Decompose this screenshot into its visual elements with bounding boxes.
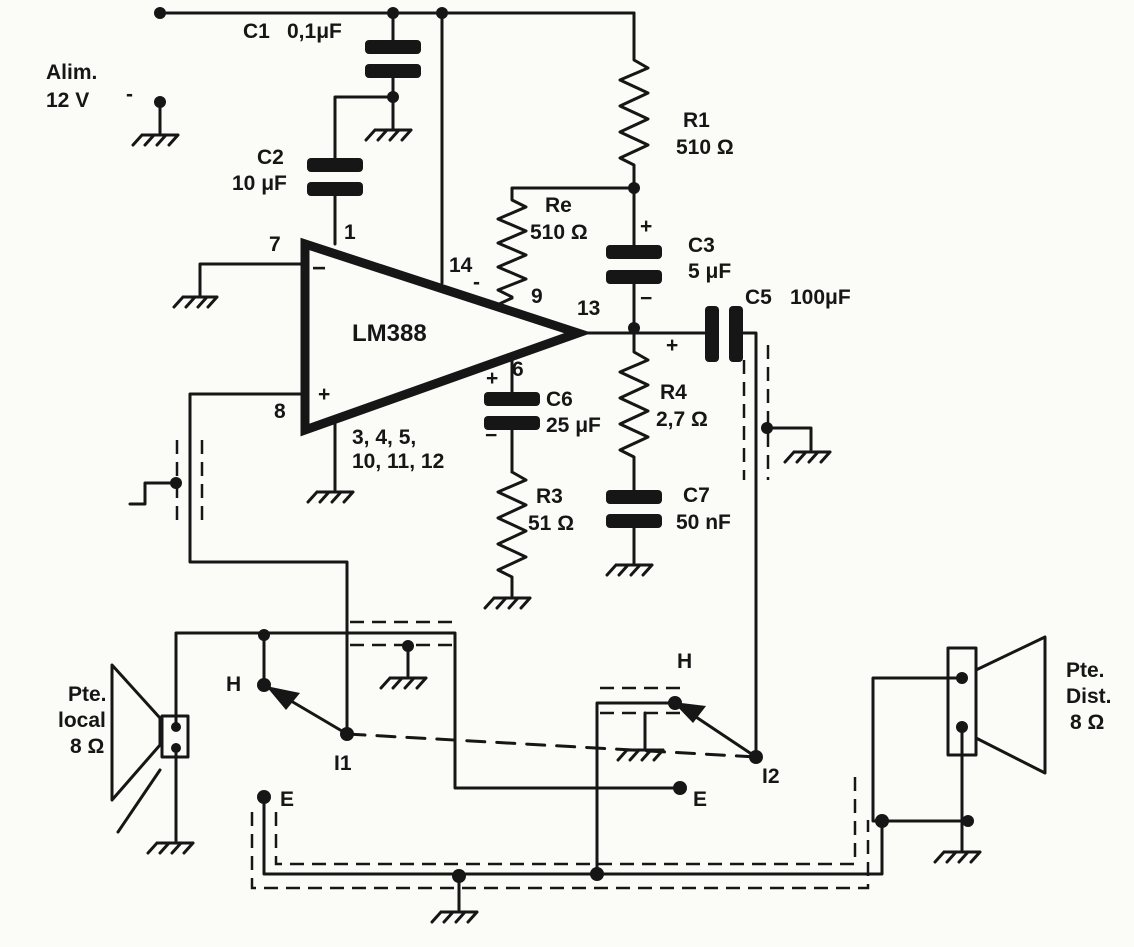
re-value: 510 Ω — [530, 221, 588, 244]
supply-polarity: - — [126, 83, 133, 106]
r1-value: 510 Ω — [676, 136, 734, 159]
pin-6: 6 — [512, 358, 524, 381]
c3-name: C3 — [688, 234, 715, 257]
c7-value: 50 nF — [676, 511, 731, 534]
pin-7: 7 — [269, 233, 281, 256]
c7-name: C7 — [683, 484, 710, 507]
shield-i2-top — [600, 686, 685, 762]
switch-i1-name: I1 — [334, 752, 352, 775]
c1-name: C1 — [243, 20, 270, 43]
speaker-local-line2: local — [58, 709, 106, 732]
c6-minus: − — [485, 424, 497, 447]
c3-plus: + — [640, 215, 652, 238]
c6-plus: + — [486, 367, 498, 390]
supply-negative-terminal — [131, 96, 180, 147]
ic-ground — [306, 416, 355, 504]
re-name: Re — [545, 194, 572, 217]
speaker-remote-line1: Pte. — [1066, 659, 1105, 682]
resistor-r1 — [618, 11, 650, 194]
c5-name: C5 — [745, 286, 772, 309]
capacitor-c2 — [307, 95, 395, 246]
capacitor-c1 — [364, 11, 421, 142]
ic-minus: − — [312, 255, 326, 282]
resistor-r3 — [483, 470, 532, 610]
pins-gnd-line2: 10, 11, 12 — [352, 450, 444, 473]
c2-value: 10 μF — [232, 172, 287, 195]
ic-lm388 — [300, 237, 592, 437]
pin-9: 9 — [531, 285, 543, 308]
switch-i2-e-label: E — [693, 788, 707, 811]
supply-value: 12 V — [46, 89, 89, 112]
r1-name: R1 — [683, 109, 710, 132]
r4-name: R4 — [660, 381, 687, 404]
c2-name: C2 — [257, 146, 284, 169]
r4-value: 2,7 Ω — [656, 408, 708, 431]
c5-value: 100μF — [790, 286, 851, 309]
speaker-local — [110, 631, 682, 855]
switch-i2-name: I2 — [762, 765, 780, 788]
speaker-local-line3: 8 Ω — [70, 735, 104, 758]
c5-plus: + — [666, 334, 678, 357]
ic-name: LM388 — [352, 320, 427, 347]
pin-13: 13 — [577, 297, 600, 320]
shield-c5 — [742, 345, 832, 480]
pin-8: 8 — [274, 400, 286, 423]
r3-name: R3 — [536, 485, 563, 508]
switch-link — [345, 732, 758, 759]
c3-value: 5 μF — [688, 260, 731, 283]
resistor-r4 — [618, 326, 650, 492]
pin-1: 1 — [344, 221, 356, 244]
switch-i1-e-label: E — [280, 788, 294, 811]
shield-pin8 — [128, 440, 204, 520]
supply-name: Alim. — [46, 61, 97, 84]
capacitor-c6 — [484, 356, 540, 474]
pin-14: 14 — [449, 254, 473, 277]
capacitor-c5 — [705, 306, 758, 759]
switch-i2[interactable] — [595, 696, 763, 877]
pins-gnd-line1: 3, 4, 5, — [352, 426, 416, 449]
pin8-input-wire — [188, 392, 349, 736]
speaker-remote-line2: Dist. — [1066, 685, 1112, 708]
shield-i1-top — [350, 620, 460, 690]
capacitor-c3 — [606, 186, 662, 334]
c6-name: C6 — [546, 388, 573, 411]
switch-i1[interactable] — [257, 629, 354, 741]
long-cable — [250, 775, 889, 924]
speaker-remote — [871, 635, 1047, 864]
speaker-remote-line3: 8 Ω — [1070, 711, 1104, 734]
c3-minus: − — [640, 287, 652, 310]
ic-pin-minus: - — [473, 271, 480, 294]
capacitor-c7 — [605, 490, 662, 577]
c6-value: 25 μF — [546, 414, 601, 437]
r3-value: 51 Ω — [528, 512, 574, 535]
ic-plus: + — [318, 383, 330, 406]
pin7-ground — [172, 262, 307, 309]
speaker-local-line1: Pte. — [68, 683, 107, 706]
switch-i1-h-label: H — [226, 673, 241, 696]
c1-value: 0,1μF — [287, 20, 342, 43]
switch-i2-h-label: H — [677, 650, 692, 673]
